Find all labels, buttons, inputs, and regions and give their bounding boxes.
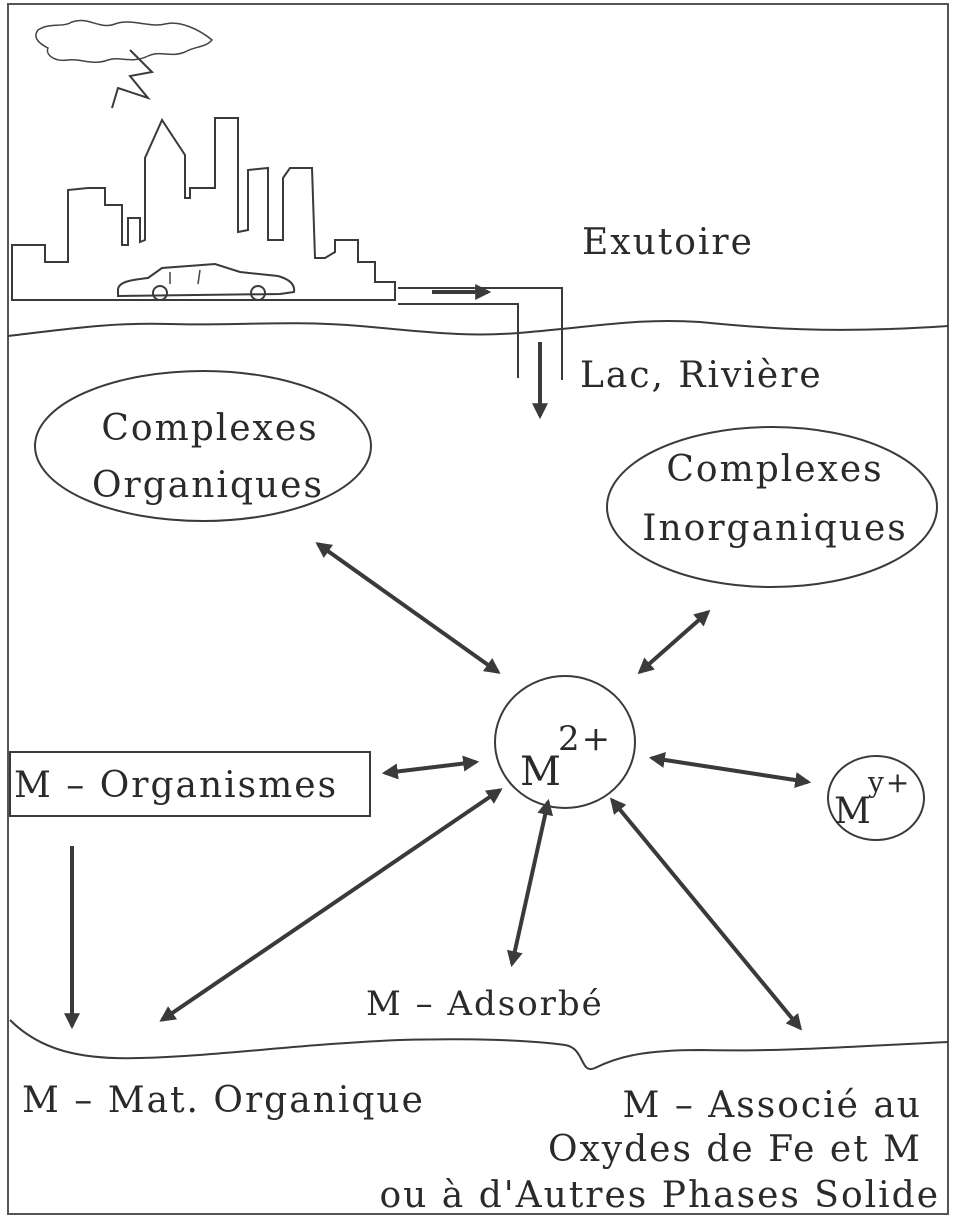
- complexes-organiques-bubble: [34, 370, 372, 522]
- complexes-inorganiques-bubble: [606, 426, 938, 588]
- arrow-m2-my: [648, 752, 812, 788]
- complexes-organiques-line2: Organiques: [92, 465, 324, 506]
- arrow-inorganiques-m2: [637, 609, 711, 675]
- exutoire-label: Exutoire: [582, 222, 754, 263]
- arrow-m2-adsorbe: [506, 798, 554, 968]
- my-plus-charge: y+: [867, 766, 911, 799]
- m2-plus-charge: 2+: [558, 719, 612, 759]
- lac-riviere-label: Lac, Rivière: [580, 355, 823, 396]
- car-icon: [117, 262, 296, 301]
- complexes-inorganiques-line2: Inorganiques: [642, 508, 908, 549]
- adsorbe-label: M – Adsorbé: [366, 984, 604, 1024]
- lake-bottom: [9, 1019, 949, 1071]
- complexes-inorganiques-line1: Complexes: [666, 449, 883, 490]
- arrow-organismes-m2: [381, 755, 480, 780]
- complexes-organiques-line1: Complexes: [101, 408, 318, 449]
- associe-line3: ou à d'Autres Phases Solide: [379, 1175, 940, 1216]
- associe-line1: M – Associé au: [623, 1085, 922, 1126]
- page-frame: [7, 3, 949, 1215]
- my-plus-symbol: M: [834, 791, 873, 832]
- associe-line2: Oxydes de Fe et M: [548, 1129, 922, 1170]
- city-skyline: [11, 117, 396, 301]
- cloud-icon: [35, 19, 214, 63]
- mat-organique-label: M – Mat. Organique: [22, 1080, 425, 1121]
- lightning-icon: [111, 49, 155, 109]
- my-plus-bubble: [827, 755, 925, 841]
- m2-plus-bubble: [494, 675, 636, 809]
- m2-plus-symbol: M: [520, 749, 563, 795]
- water-surface: [7, 319, 949, 337]
- arrow-organiques-m2: [315, 542, 501, 674]
- organismes-label: M – Organismes: [14, 765, 338, 806]
- outfall-pipe: [398, 287, 563, 380]
- arrow-m2-mat-organique: [159, 788, 503, 1022]
- arrow-m2-associe: [609, 797, 803, 1031]
